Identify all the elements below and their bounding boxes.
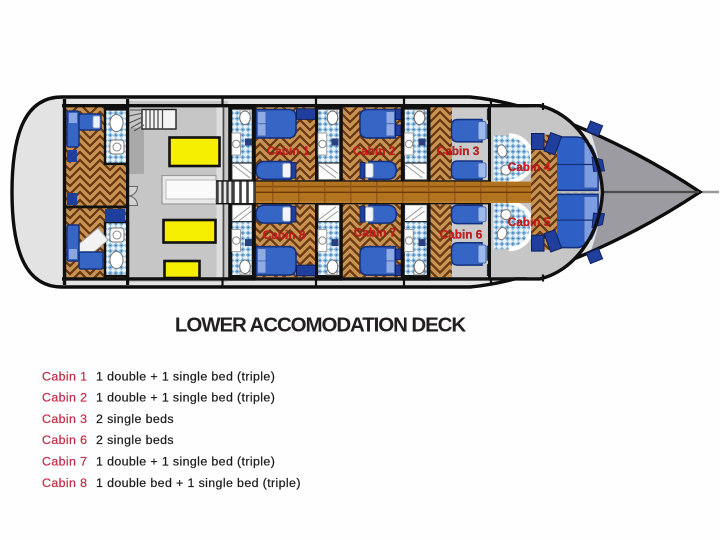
svg-text:Cabin 8: Cabin 8 bbox=[42, 476, 87, 490]
svg-text:2 single beds: 2 single beds bbox=[96, 412, 174, 426]
svg-text:Cabin 1: Cabin 1 bbox=[42, 370, 87, 384]
svg-text:Cabin 7: Cabin 7 bbox=[42, 455, 87, 469]
svg-text:Cabin 6: Cabin 6 bbox=[440, 228, 483, 242]
svg-text:1 double bed + 1 single bed (t: 1 double bed + 1 single bed (triple) bbox=[96, 476, 301, 490]
svg-text:1 double + 1 single bed (tripl: 1 double + 1 single bed (triple) bbox=[96, 370, 275, 384]
svg-text:2 single beds: 2 single beds bbox=[96, 433, 174, 447]
svg-text:Cabin 2: Cabin 2 bbox=[353, 144, 396, 158]
svg-text:1 double + 1 single bed (tripl: 1 double + 1 single bed (triple) bbox=[96, 391, 275, 405]
svg-text:Cabin 7: Cabin 7 bbox=[354, 226, 397, 240]
svg-text:1 double + 1 single bed (tripl: 1 double + 1 single bed (triple) bbox=[96, 455, 275, 469]
svg-text:Cabin 6: Cabin 6 bbox=[42, 433, 87, 447]
svg-text:Cabin 3: Cabin 3 bbox=[437, 144, 480, 158]
svg-text:LOWER ACCOMODATION DECK: LOWER ACCOMODATION DECK bbox=[175, 314, 466, 337]
svg-text:Cabin 1: Cabin 1 bbox=[267, 144, 310, 158]
svg-text:Cabin 3: Cabin 3 bbox=[42, 412, 87, 426]
svg-text:Cabin 2: Cabin 2 bbox=[42, 391, 87, 405]
svg-text:Cabin 8: Cabin 8 bbox=[263, 228, 306, 242]
svg-text:Cabin 5: Cabin 5 bbox=[508, 215, 551, 229]
svg-text:Cabin 4: Cabin 4 bbox=[508, 160, 551, 174]
